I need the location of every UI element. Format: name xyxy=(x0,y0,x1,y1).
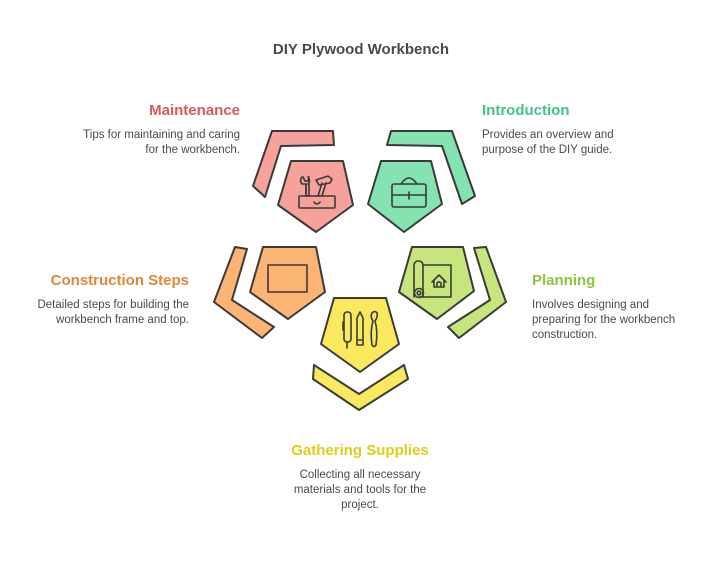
step-construction-description: Detailed steps for building the workbenc… xyxy=(37,299,189,326)
step-construction-label: Construction Steps xyxy=(50,272,189,289)
pen-pencil-brush-icon xyxy=(342,310,379,349)
step-maintenance-label: Maintenance xyxy=(149,102,240,119)
step-planning-description: Involves designing and preparing for the… xyxy=(532,299,676,341)
step-gathering-label: Gathering Supplies xyxy=(291,442,429,459)
step-maintenance-description: Tips for maintaining and caring for the … xyxy=(83,129,240,156)
gathering-segment xyxy=(312,297,409,411)
toolbox-wrench-hammer-icon xyxy=(298,175,336,209)
step-maintenance: Maintenance Tips for maintaining and car… xyxy=(20,102,240,158)
step-planning-label: Planning xyxy=(532,272,596,289)
briefcase-icon xyxy=(391,177,427,208)
step-gathering: Gathering Supplies Collecting all necess… xyxy=(250,442,470,513)
diagram-title: DIY Plywood Workbench xyxy=(272,41,450,58)
step-introduction-description: Provides an overview and purpose of the … xyxy=(482,129,614,156)
construction-outer-band xyxy=(213,246,275,339)
blueprint-house-icon xyxy=(413,260,452,299)
gathering-pentagon xyxy=(320,297,400,373)
introduction-segment xyxy=(367,130,476,233)
maintenance-segment xyxy=(252,130,354,233)
step-planning: Planning Involves designing and preparin… xyxy=(532,272,717,343)
step-gathering-description: Collecting all necessary materials and t… xyxy=(293,469,427,511)
step-construction: Construction Steps Detailed steps for bu… xyxy=(0,272,189,328)
construction-pentagon xyxy=(249,246,326,320)
planning-outer-band xyxy=(447,246,507,339)
introduction-outer-band xyxy=(386,130,476,205)
maintenance-outer-band xyxy=(252,130,335,198)
introduction-pentagon xyxy=(367,160,443,233)
gathering-outer-chevron xyxy=(312,364,409,411)
step-introduction: Introduction Provides an overview and pu… xyxy=(482,102,702,158)
rectangle-panel-icon xyxy=(267,264,308,293)
step-introduction-label: Introduction xyxy=(482,102,570,119)
